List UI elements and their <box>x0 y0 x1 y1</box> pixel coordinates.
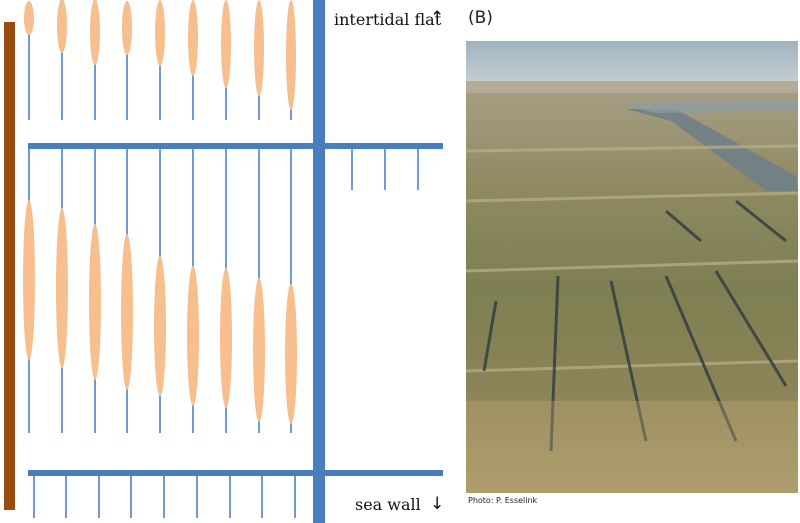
sediment-lens <box>221 0 231 88</box>
sediment-lens <box>23 200 35 360</box>
sediment-lens <box>24 1 34 35</box>
intertidal-flat-label: intertidal flat <box>334 10 442 29</box>
down-arrow-icon: ↓ <box>430 494 445 514</box>
sea-wall-bar <box>4 22 15 510</box>
sea-wall-label: sea wall <box>355 495 421 514</box>
photo-credit: Photo: P. Esselink <box>468 496 538 505</box>
sediment-lens <box>90 0 100 65</box>
sediment-lens <box>57 0 67 53</box>
salt-marsh-photo <box>466 41 798 493</box>
sediment-lens <box>286 0 296 110</box>
sediment-lens <box>187 266 199 406</box>
lower-cross-ditch <box>28 470 443 476</box>
sediment-lens <box>122 1 132 55</box>
sediment-lens <box>253 278 265 422</box>
sediment-lens <box>285 284 297 424</box>
sediment-lens <box>89 224 101 380</box>
sediment-lens <box>220 268 232 408</box>
upper-cross-ditch <box>28 143 443 149</box>
sediment-lens <box>154 256 166 396</box>
sediment-lens <box>254 0 264 96</box>
sediment-lens <box>188 0 198 76</box>
sediment-lens <box>56 208 68 368</box>
drainage-diagram <box>4 0 443 523</box>
sediment-lens <box>121 234 133 390</box>
main-channel <box>313 0 325 523</box>
up-arrow-icon: ↑ <box>430 8 445 28</box>
sediment-lens <box>155 0 165 66</box>
sediment-deposits <box>23 0 297 424</box>
panel-label: (B) <box>468 8 493 28</box>
